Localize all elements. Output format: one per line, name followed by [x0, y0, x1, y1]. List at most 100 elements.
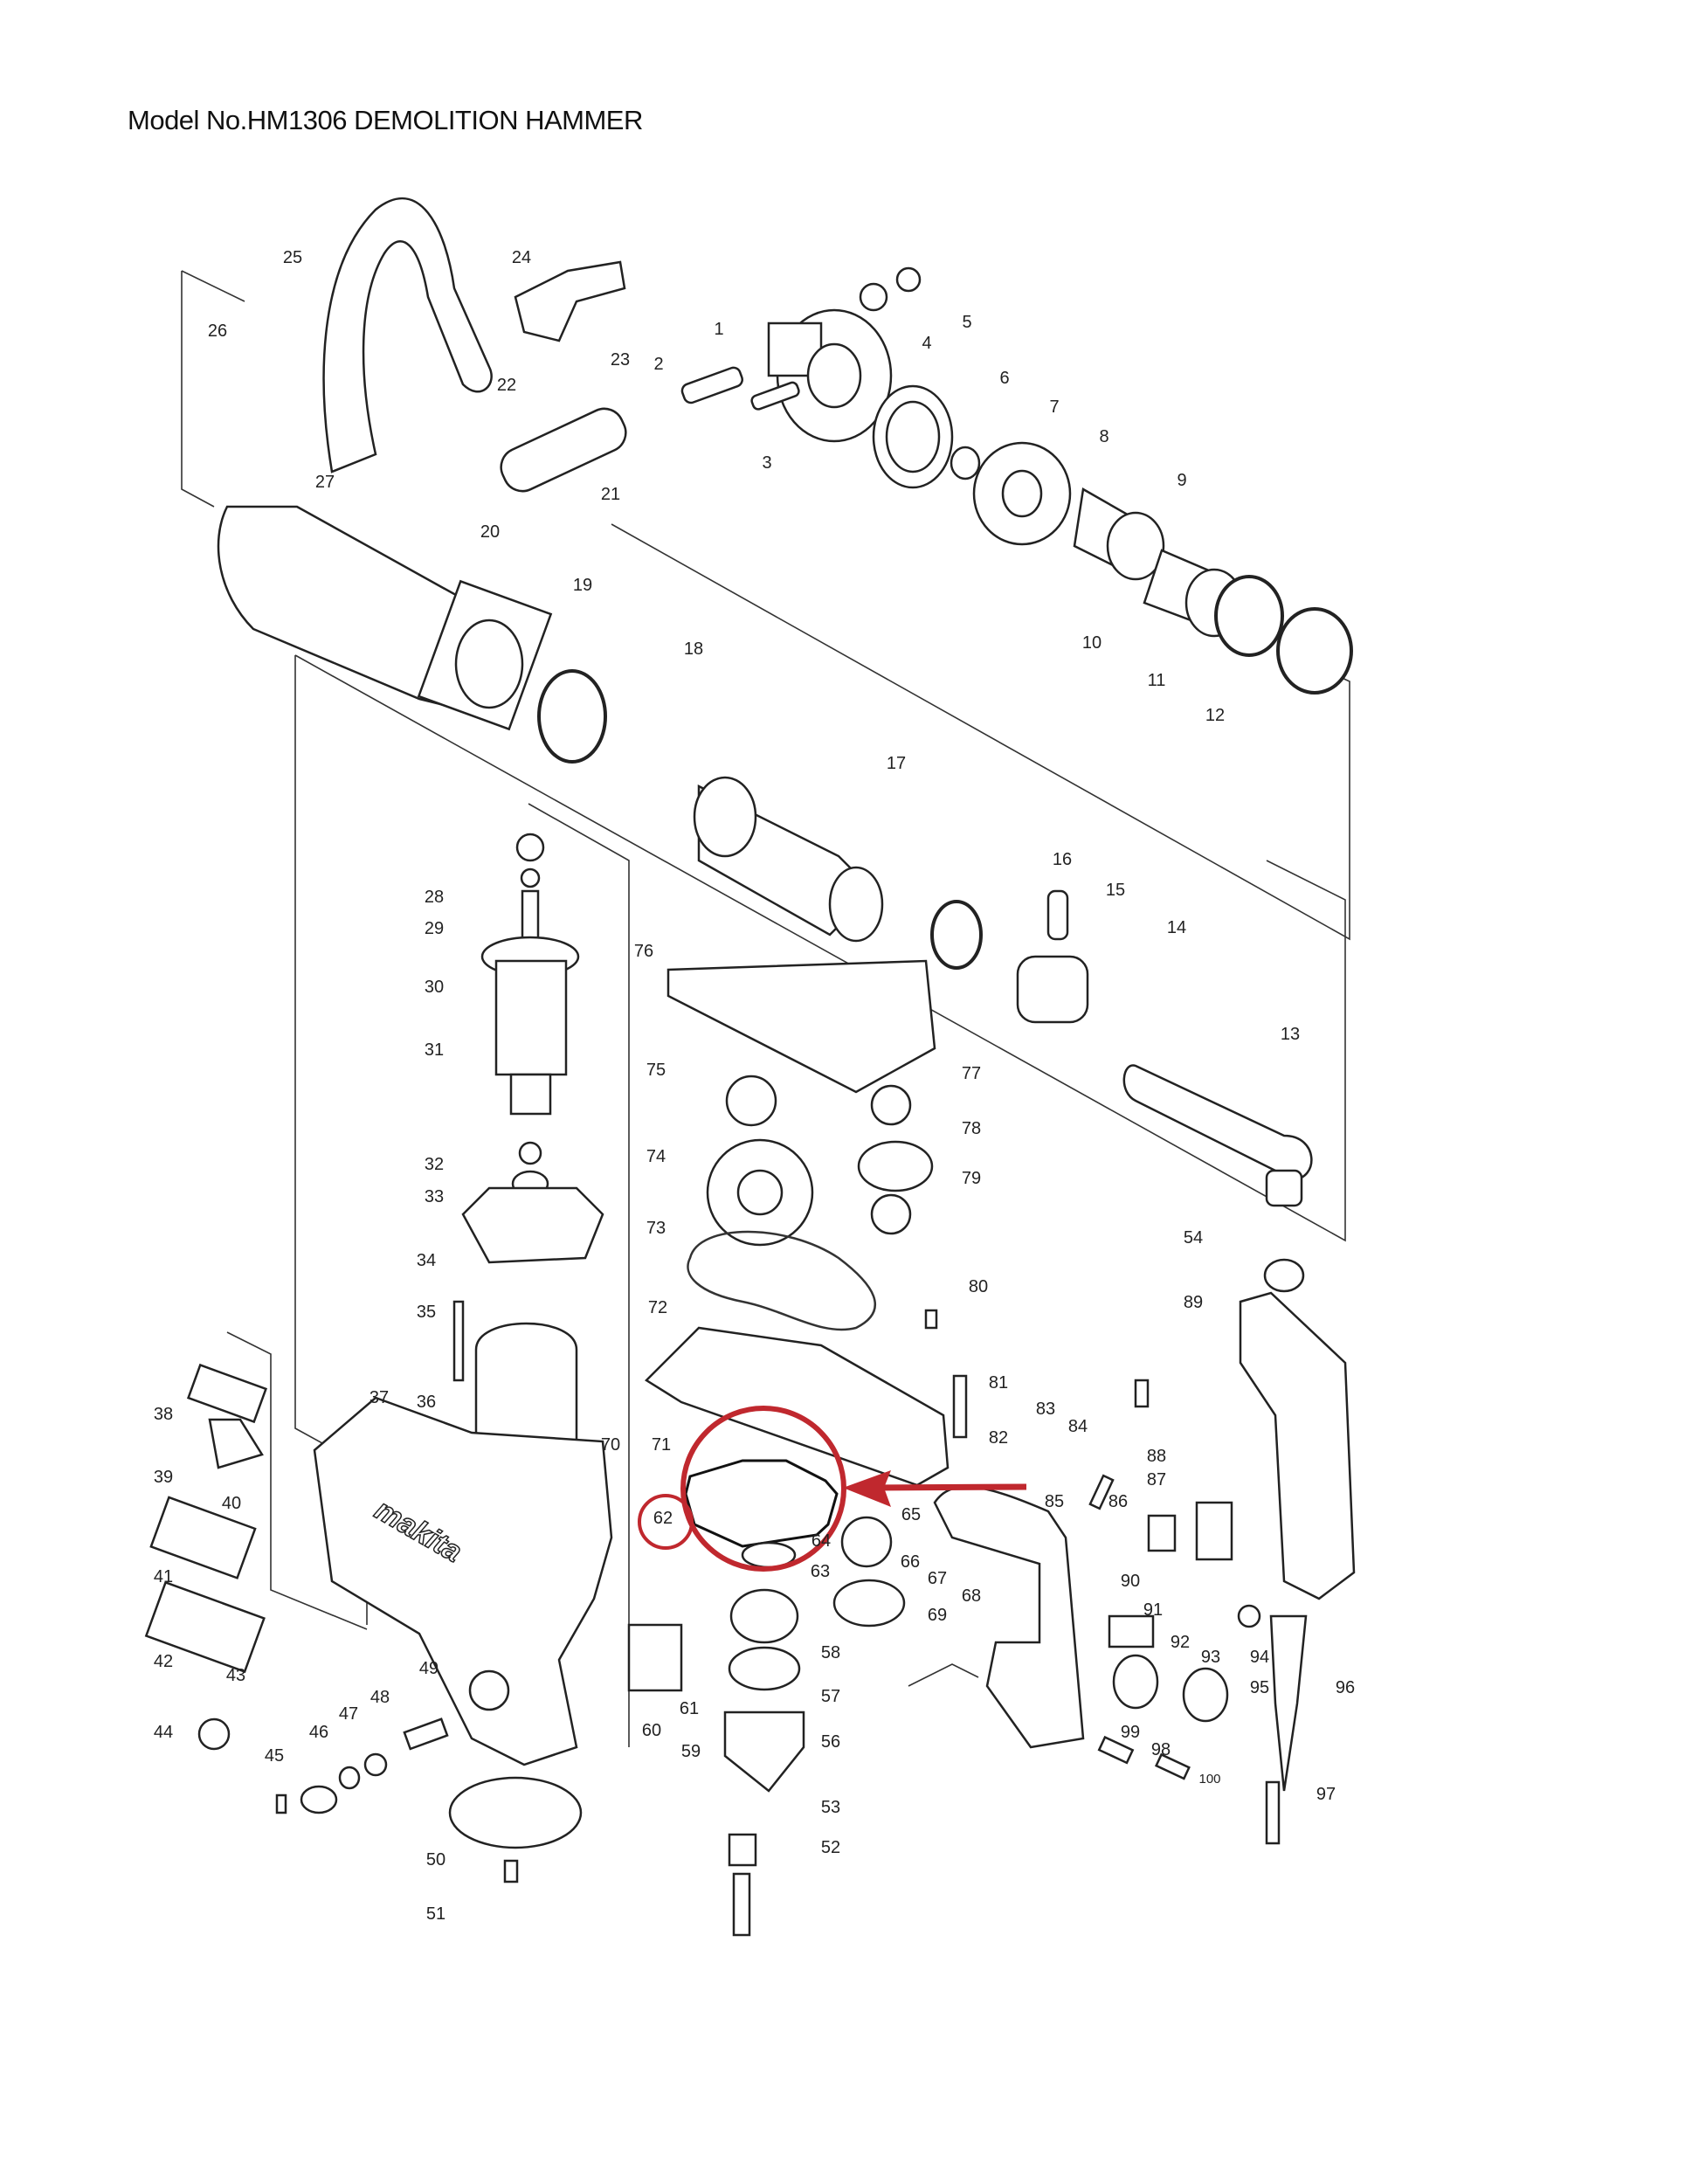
part-label-94: 94: [1250, 1648, 1269, 1667]
part-label-74: 74: [646, 1147, 666, 1166]
part-label-64: 64: [811, 1531, 831, 1551]
part-label-35: 35: [417, 1303, 436, 1322]
part-label-41: 41: [154, 1567, 173, 1586]
part-label-68: 68: [962, 1586, 981, 1606]
part-label-24: 24: [512, 248, 531, 267]
part-label-59: 59: [681, 1742, 701, 1761]
part-label-71: 71: [652, 1435, 671, 1455]
part-label-63: 63: [811, 1562, 830, 1581]
part-label-95: 95: [1250, 1678, 1269, 1697]
part-label-36: 36: [417, 1393, 436, 1412]
part-label-11: 11: [1148, 671, 1166, 690]
part-label-2: 2: [653, 355, 663, 374]
part-label-12: 12: [1205, 706, 1225, 725]
part-label-20: 20: [480, 522, 500, 542]
part-label-46: 46: [309, 1723, 328, 1742]
part-label-23: 23: [611, 350, 630, 370]
arrow-icon: [843, 1470, 891, 1507]
part-label-52: 52: [821, 1838, 840, 1857]
part-label-98: 98: [1151, 1740, 1171, 1759]
part-label-73: 73: [646, 1219, 666, 1238]
part-label-90: 90: [1121, 1572, 1140, 1591]
part-label-32: 32: [425, 1155, 444, 1174]
part-label-69: 69: [928, 1606, 947, 1625]
part-label-100: 100: [1198, 1772, 1220, 1787]
part-label-78: 78: [962, 1119, 981, 1138]
part-label-53: 53: [821, 1798, 840, 1817]
part-number-labels: 1234567891011121314151617181920212223242…: [154, 248, 1355, 1924]
part-label-66: 66: [901, 1552, 920, 1572]
part-label-3: 3: [762, 453, 771, 473]
part-label-42: 42: [154, 1652, 173, 1671]
part-label-51: 51: [426, 1904, 445, 1924]
part-label-88: 88: [1147, 1447, 1166, 1466]
part-label-67: 67: [928, 1569, 947, 1588]
part-label-39: 39: [154, 1468, 173, 1487]
part-label-40: 40: [222, 1494, 241, 1513]
part-label-87: 87: [1147, 1470, 1166, 1489]
part-label-89: 89: [1184, 1293, 1203, 1312]
part-label-92: 92: [1171, 1633, 1190, 1652]
part-label-80: 80: [969, 1277, 988, 1296]
part-label-84: 84: [1068, 1417, 1088, 1436]
part-label-70: 70: [601, 1435, 620, 1455]
part-label-65: 65: [901, 1505, 921, 1524]
part-label-86: 86: [1108, 1492, 1128, 1511]
part-label-54: 54: [1184, 1228, 1203, 1248]
part-label-85: 85: [1045, 1492, 1064, 1511]
part-label-4: 4: [922, 334, 931, 353]
part-label-50: 50: [426, 1850, 445, 1870]
part-label-22: 22: [497, 376, 516, 395]
part-label-10: 10: [1082, 633, 1102, 653]
part-label-81: 81: [989, 1373, 1008, 1393]
part-label-1: 1: [714, 320, 723, 339]
part-label-62: 62: [653, 1509, 673, 1528]
part-label-97: 97: [1316, 1785, 1336, 1804]
part-label-31: 31: [425, 1040, 444, 1060]
part-label-93: 93: [1201, 1648, 1220, 1667]
part-label-49: 49: [419, 1659, 439, 1678]
part-label-33: 33: [425, 1187, 444, 1206]
part-label-8: 8: [1099, 427, 1108, 446]
part-label-44: 44: [154, 1723, 173, 1742]
part-number-circle: [638, 1494, 694, 1550]
part-label-43: 43: [226, 1666, 245, 1685]
highlight-circle: [680, 1406, 846, 1572]
part-label-29: 29: [425, 919, 444, 938]
part-label-18: 18: [684, 639, 703, 659]
part-label-96: 96: [1336, 1678, 1355, 1697]
part-label-45: 45: [265, 1746, 284, 1766]
part-label-30: 30: [425, 978, 444, 997]
highlight-annotation: [638, 1406, 1027, 1572]
part-label-72: 72: [648, 1298, 667, 1317]
part-label-99: 99: [1121, 1723, 1140, 1742]
part-label-61: 61: [680, 1699, 699, 1718]
part-label-75: 75: [646, 1061, 666, 1080]
part-label-60: 60: [642, 1721, 661, 1740]
part-label-13: 13: [1281, 1025, 1300, 1044]
part-label-26: 26: [208, 321, 227, 341]
part-label-83: 83: [1036, 1400, 1055, 1419]
part-label-56: 56: [821, 1732, 840, 1752]
part-label-17: 17: [887, 754, 906, 773]
part-label-76: 76: [634, 942, 653, 961]
part-label-9: 9: [1177, 471, 1186, 490]
part-label-19: 19: [573, 576, 592, 595]
part-label-5: 5: [962, 313, 971, 332]
part-label-25: 25: [283, 248, 302, 267]
part-label-38: 38: [154, 1405, 173, 1424]
part-label-16: 16: [1053, 850, 1072, 869]
highlight-arrow-shaft: [873, 1483, 1027, 1491]
part-label-91: 91: [1143, 1600, 1163, 1620]
part-label-58: 58: [821, 1643, 840, 1662]
part-label-77: 77: [962, 1064, 981, 1083]
part-label-48: 48: [370, 1688, 390, 1707]
part-label-34: 34: [417, 1251, 436, 1270]
part-label-27: 27: [315, 473, 335, 492]
part-drawings: makita: [144, 197, 1356, 1937]
part-label-79: 79: [962, 1169, 981, 1188]
part-label-14: 14: [1167, 918, 1186, 937]
part-label-7: 7: [1049, 397, 1059, 417]
